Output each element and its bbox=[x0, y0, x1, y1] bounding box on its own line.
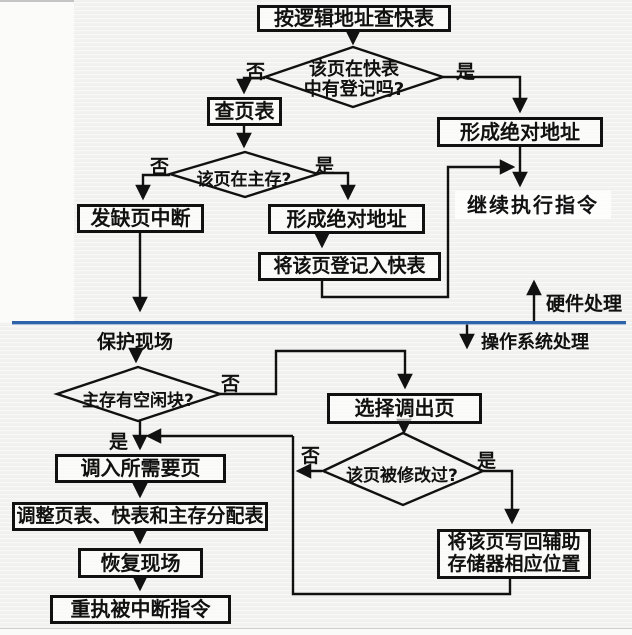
box-restore-scene: 恢复现场 bbox=[78, 548, 203, 578]
hardware-os-divider bbox=[12, 321, 626, 324]
branch-no-in-memory: 否 bbox=[150, 156, 170, 178]
zone-label-os: 操作系统处理 bbox=[481, 332, 589, 353]
edge-yes-to-form-abs-mid bbox=[318, 171, 356, 201]
branch-yes-in-tlb: 是 bbox=[456, 61, 476, 83]
edge-no-to-select-pageout bbox=[220, 349, 413, 396]
box-re-execute: 重执被中断指令 bbox=[50, 595, 231, 624]
edge-no-to-page-table bbox=[236, 76, 265, 95]
text-continue-exec: 继续执行指令 bbox=[455, 191, 611, 219]
box-form-abs-addr-right: 形成绝对地址 bbox=[437, 117, 603, 147]
edge-no-to-page-fault bbox=[135, 173, 170, 201]
box-select-page-out: 选择调出页 bbox=[327, 393, 482, 424]
text-protect-scene: 保护现场 bbox=[96, 331, 173, 353]
branch-no-in-tlb: 否 bbox=[246, 61, 266, 83]
box-register-tlb: 将该页登记入快表 bbox=[258, 252, 441, 281]
branch-no-free-block: 否 bbox=[221, 373, 241, 395]
decision-in-tlb-line2: 中有登记吗? bbox=[303, 79, 405, 100]
branch-yes-in-memory: 是 bbox=[315, 155, 335, 177]
edge-writeback-return-path bbox=[291, 436, 512, 596]
diamond-in-tlb bbox=[261, 45, 447, 109]
decision-in-tlb-line1: 该页在快表 bbox=[309, 59, 399, 80]
edge-register-to-continue-merge bbox=[320, 159, 516, 299]
box-adjust-tables: 调整页表、快表和主存分配表 bbox=[12, 502, 268, 531]
branch-no-modified: 否 bbox=[301, 445, 321, 467]
branch-yes-free-block: 是 bbox=[109, 431, 129, 453]
write-back-line2: 存储器相应位置 bbox=[447, 553, 581, 575]
left-margin bbox=[0, 0, 74, 322]
box-page-fault: 发缺页中断 bbox=[77, 204, 204, 233]
zone-label-hardware: 硬件处理 bbox=[546, 293, 623, 315]
top-edge-line bbox=[0, 0, 74, 2]
box-load-page: 调入所需要页 bbox=[55, 454, 226, 483]
diamond-modified bbox=[320, 431, 486, 507]
write-back-line1: 将该页写回辅助 bbox=[447, 531, 581, 554]
decision-in-memory-text: 该页在主存? bbox=[196, 170, 292, 190]
box-check-tlb: 按逻辑地址查快表 bbox=[257, 5, 451, 32]
branch-yes-modified: 是 bbox=[477, 450, 497, 472]
decision-free-block-text: 主存有空闲块? bbox=[82, 391, 194, 411]
box-check-page-table: 查页表 bbox=[207, 97, 282, 126]
box-write-back: 将该页写回辅助 存储器相应位置 bbox=[437, 529, 591, 579]
decision-in-tlb-text: 该页在快表 中有登记吗? bbox=[284, 60, 424, 100]
slide-bottom-edge bbox=[0, 628, 632, 635]
edge-yes-to-form-abs-right bbox=[443, 75, 528, 114]
box-form-abs-addr-mid: 形成绝对地址 bbox=[268, 204, 425, 234]
decision-modified-text: 该页被修改过? bbox=[346, 466, 458, 486]
diamond-free-block bbox=[53, 365, 224, 423]
edge-yes-to-writeback bbox=[483, 469, 520, 525]
diamond-in-memory bbox=[165, 150, 323, 199]
